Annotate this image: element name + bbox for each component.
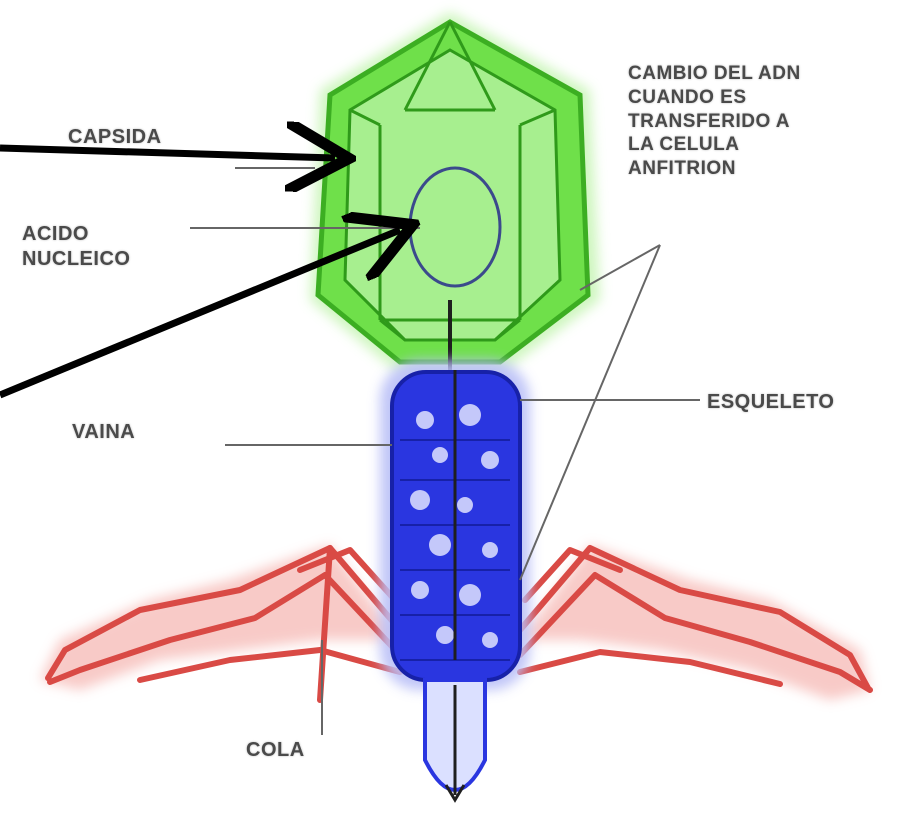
acido-nucleico-label: ACIDO NUCLEICO — [22, 222, 130, 272]
tail-sheath-icon — [380, 360, 530, 800]
cambio-adn-label: CAMBIO DEL ADN CUANDO ES TRANSFERIDO A L… — [628, 62, 898, 181]
capsid-icon — [310, 12, 600, 380]
capsida-arrow — [0, 148, 335, 158]
cola-label: COLA — [246, 738, 305, 763]
esqueleto-label: ESQUELETO — [707, 390, 835, 415]
capsida-label: CAPSIDA — [68, 125, 162, 150]
vaina-label: VAINA — [72, 420, 135, 445]
